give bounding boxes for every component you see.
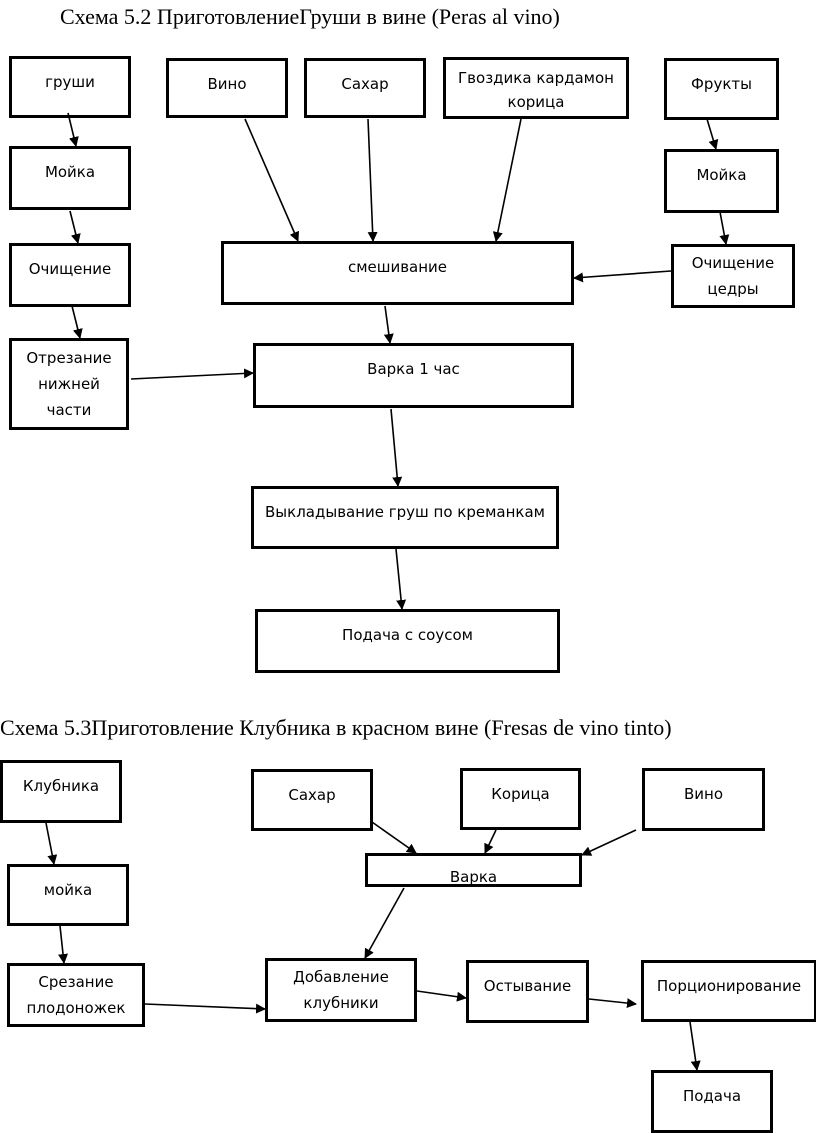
arrow-spices-to-mixing: [492, 118, 522, 242]
box-sugar-2: Сахар: [251, 769, 373, 831]
box-cooling: Остывание: [466, 960, 589, 1023]
arrow-portioning-to-serve: [689, 1021, 701, 1071]
box-pears-label: груши: [45, 73, 95, 91]
box-peel-pears-label: Очищение: [28, 260, 112, 278]
arrow-mixing-to-boil: [383, 305, 394, 344]
box-boil-2: Варка: [365, 853, 582, 887]
box-lay-out: Выкладывание груш по креманкам: [251, 486, 559, 549]
box-wash-fruits-label: Мойка: [696, 166, 747, 184]
arrow-sugar-to-mixing: [367, 118, 378, 242]
box-cooling-label: Остывание: [483, 977, 572, 995]
arrow-stems-to-add: [144, 1003, 266, 1014]
box-portioning: Порционирование: [641, 960, 816, 1022]
box-pears: груши: [9, 56, 131, 118]
arrow-cooling-to-portioning: [588, 998, 637, 1009]
box-wash-pears: Мойка: [9, 146, 131, 210]
box-cut-bottom-label: Отрезание нижней части: [26, 349, 112, 419]
box-strawberry-label: Клубника: [22, 777, 100, 795]
box-wash-strawberry-label: мойка: [43, 881, 93, 899]
box-wash-pears-label: Мойка: [44, 163, 96, 181]
box-strawberry: Клубника: [0, 760, 122, 823]
arrow-fruits-to-wash: [706, 118, 719, 150]
box-lay-out-label: Выкладывание груш по креманкам: [265, 503, 545, 521]
box-serve-sauce-label: Подача с соусом: [342, 626, 473, 644]
box-add-strawberry: Добавление клубники: [265, 958, 417, 1022]
box-cinnamon-label: Корица: [491, 785, 550, 803]
box-wine-2-label: Вино: [683, 785, 724, 803]
box-boil-1h-label: Варка 1 час: [367, 360, 460, 378]
box-sugar-2-label: Сахар: [288, 786, 336, 804]
arrow-cut-to-boil: [130, 368, 254, 380]
arrow-wine-to-mixing: [244, 118, 299, 242]
box-remove-stems: Срезание плодоножек: [7, 963, 145, 1027]
box-sugar: Сахар: [304, 58, 426, 118]
box-cinnamon: Корица: [460, 768, 581, 830]
arrow-boil-to-add: [364, 887, 405, 959]
arrow-wash-to-peel: [69, 210, 81, 244]
arrow-wash-to-stems: [58, 925, 69, 964]
box-spices: Гвоздика кардамон корица: [443, 57, 629, 119]
box-cut-bottom: Отрезание нижней части: [9, 338, 129, 430]
arrow-zest-to-mixing: [573, 270, 672, 283]
scheme-5-2-title: Схема 5.2 ПриготовлениеГруши в вине (Per…: [60, 4, 560, 29]
box-boil-1h: Варка 1 час: [253, 343, 574, 408]
box-remove-stems-label: Срезание плодоножек: [26, 973, 126, 1017]
arrow-strawberry-to-wash: [45, 822, 58, 865]
arrow-cinnamon-to-boil: [484, 829, 497, 854]
box-serve-2-label: Подача: [682, 1087, 742, 1105]
box-wine-2: Вино: [642, 768, 765, 831]
box-fruits-label: Фрукты: [691, 75, 752, 93]
scheme-5-3-title: Схема 5.3Приготовление Клубника в красно…: [0, 715, 672, 740]
box-wine: Вино: [166, 58, 288, 118]
arrow-sugar-to-boil: [371, 821, 417, 854]
arrow-pears-to-wash: [67, 112, 79, 147]
arrow-boil-to-lay: [390, 408, 403, 487]
arrow-lay-to-serve: [395, 548, 407, 610]
box-wash-strawberry: мойка: [7, 864, 129, 926]
box-zest: Очищение цедры: [671, 244, 795, 308]
box-mixing-label: смешивание: [347, 258, 448, 276]
box-wine-label: Вино: [207, 75, 247, 93]
box-boil-2-label: Варка: [449, 868, 498, 886]
arrow-wine-to-boil: [581, 829, 637, 856]
box-spices-label: Гвоздика кардамон корица: [458, 69, 614, 111]
arrow-add-to-cooling: [416, 990, 467, 1002]
arrow-peel-to-cut: [71, 305, 83, 339]
box-fruits: Фрукты: [664, 58, 779, 120]
box-wash-fruits: Мойка: [664, 149, 779, 213]
box-zest-label: Очищение цедры: [691, 254, 775, 298]
arrow-fruits-wash-to-zest: [719, 211, 730, 245]
box-add-strawberry-label: Добавление клубники: [293, 968, 389, 1012]
box-mixing: смешивание: [221, 241, 574, 305]
box-serve-2: Подача: [651, 1070, 773, 1133]
box-portioning-label: Порционирование: [656, 977, 802, 995]
box-peel-pears: Очищение: [9, 243, 131, 307]
box-serve-sauce: Подача с соусом: [255, 609, 560, 673]
box-sugar-label: Сахар: [341, 75, 389, 93]
